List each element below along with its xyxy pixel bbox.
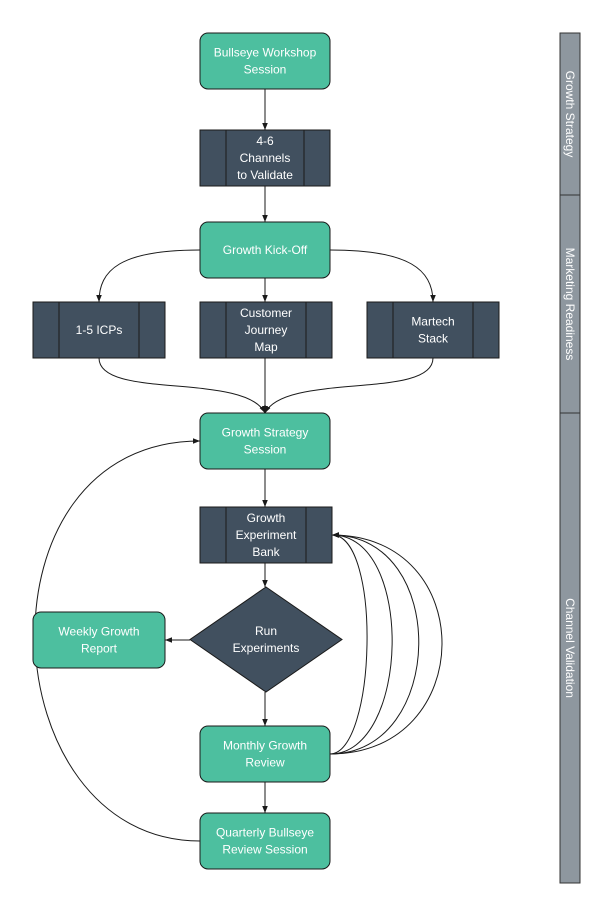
node-icps: 1-5 ICPs xyxy=(32,301,166,359)
node-label-line: Bullseye Workshop xyxy=(214,46,317,60)
node-label-line: Monthly Growth xyxy=(223,739,307,753)
process-box xyxy=(199,32,331,90)
node-label-line: Customer xyxy=(240,306,292,320)
subprocess-box xyxy=(32,301,166,359)
node-kickoff: Growth Kick-Off xyxy=(199,221,331,279)
node-label-line: Weekly Growth xyxy=(58,625,139,639)
lane-growth-strategy: Growth Strategy xyxy=(559,32,581,196)
node-label-line: Run xyxy=(255,624,277,638)
node-label-line: Channels xyxy=(240,151,291,165)
lane-marketing-readiness: Marketing Readiness xyxy=(559,194,581,414)
node-label-line: Report xyxy=(81,642,118,656)
node-label-line: 1-5 ICPs xyxy=(76,323,123,337)
node-label-line: Session xyxy=(244,63,287,77)
node-label-line: Review xyxy=(245,756,285,770)
node-label-line: Growth xyxy=(247,511,286,525)
edge-monthly-review-to-experiment-bank xyxy=(329,532,443,755)
edge-martech-to-strategy-session xyxy=(264,357,434,414)
lane-marketing-readiness-label: Marketing Readiness xyxy=(563,248,577,361)
subprocess-box xyxy=(199,301,333,359)
subprocess-box xyxy=(199,129,331,187)
process-box xyxy=(199,812,331,870)
process-box xyxy=(199,725,331,783)
node-label-line: Bank xyxy=(252,545,280,559)
node-label-line: Quarterly Bullseye xyxy=(216,826,314,840)
node-label-line: Martech xyxy=(411,315,454,329)
edge-icps-to-strategy-session xyxy=(98,357,266,414)
process-box xyxy=(199,412,331,470)
node-label-line: Growth Kick-Off xyxy=(223,243,308,257)
subprocess-box xyxy=(366,301,500,359)
node-label-line: Review Session xyxy=(222,843,307,857)
node-label-line: 4-6 xyxy=(256,134,274,148)
lane-channel-validation-label: Channel Validation xyxy=(563,598,577,698)
node-label-line: Growth Strategy xyxy=(222,426,309,440)
lane-channel-validation-band xyxy=(559,412,581,884)
edge-monthly-review-to-experiment-bank xyxy=(329,532,420,755)
process-box xyxy=(199,221,331,279)
lane-channel-validation: Channel Validation xyxy=(559,412,581,884)
node-label-line: Experiment xyxy=(236,528,297,542)
edge-monthly-review-to-experiment-bank xyxy=(329,532,368,755)
node-label-line: Map xyxy=(254,340,278,354)
node-label-line: Journey xyxy=(245,323,288,337)
edge-kickoff-to-martech xyxy=(329,249,436,303)
node-label-line: Experiments xyxy=(233,641,300,655)
decision-diamond xyxy=(189,586,343,693)
process-box xyxy=(32,611,166,669)
edge-kickoff-to-icps xyxy=(96,249,201,303)
edge-monthly-review-to-experiment-bank xyxy=(329,532,393,755)
node-label-line: to Validate xyxy=(237,168,293,182)
node-label-line: Stack xyxy=(418,332,449,346)
lane-growth-strategy-label: Growth Strategy xyxy=(563,71,577,158)
node-label-line: Session xyxy=(244,443,287,457)
subprocess-box xyxy=(199,506,333,564)
